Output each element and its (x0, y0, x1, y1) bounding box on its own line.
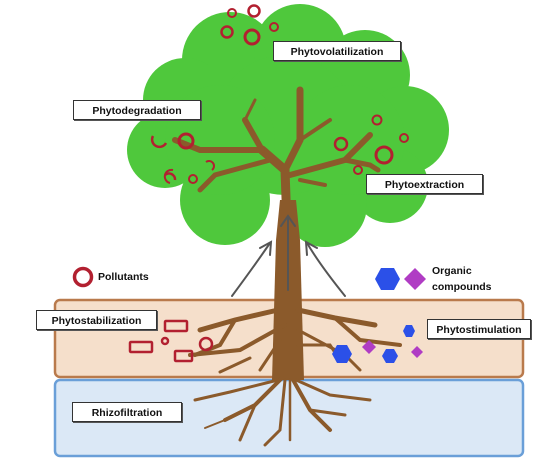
rhizofiltration-label: Rhizofiltration (72, 402, 182, 422)
pollutants-legend-label: Pollutants (98, 271, 149, 283)
organic-legend-line2: compounds (432, 281, 492, 293)
pollutant-legend-icon (72, 266, 94, 288)
soil-roots (188, 307, 402, 374)
phytodegradation-label: Phytodegradation (73, 100, 201, 120)
organic-compounds-soil (332, 325, 423, 363)
organic-compounds-legend-label: Organic compounds (432, 265, 492, 294)
pollutants-degradation (150, 132, 215, 184)
pollutants-stabilized (128, 319, 214, 363)
pollutants-extraction (333, 114, 409, 175)
pollutants-volatilization (220, 4, 279, 46)
phytovolatilization-label: Phytovolatilization (273, 41, 401, 61)
phytostabilization-label: Phytostabilization (36, 310, 157, 330)
water-roots (193, 376, 372, 447)
phytoextraction-label: Phytoextraction (366, 174, 483, 194)
organic-hexagon-legend-icon (375, 268, 400, 290)
organic-legend-line1: Organic (432, 265, 472, 277)
organic-diamond-legend-icon (404, 268, 426, 290)
uptake-arrows (231, 214, 346, 297)
phytostimulation-label: Phytostimulation (427, 319, 531, 339)
